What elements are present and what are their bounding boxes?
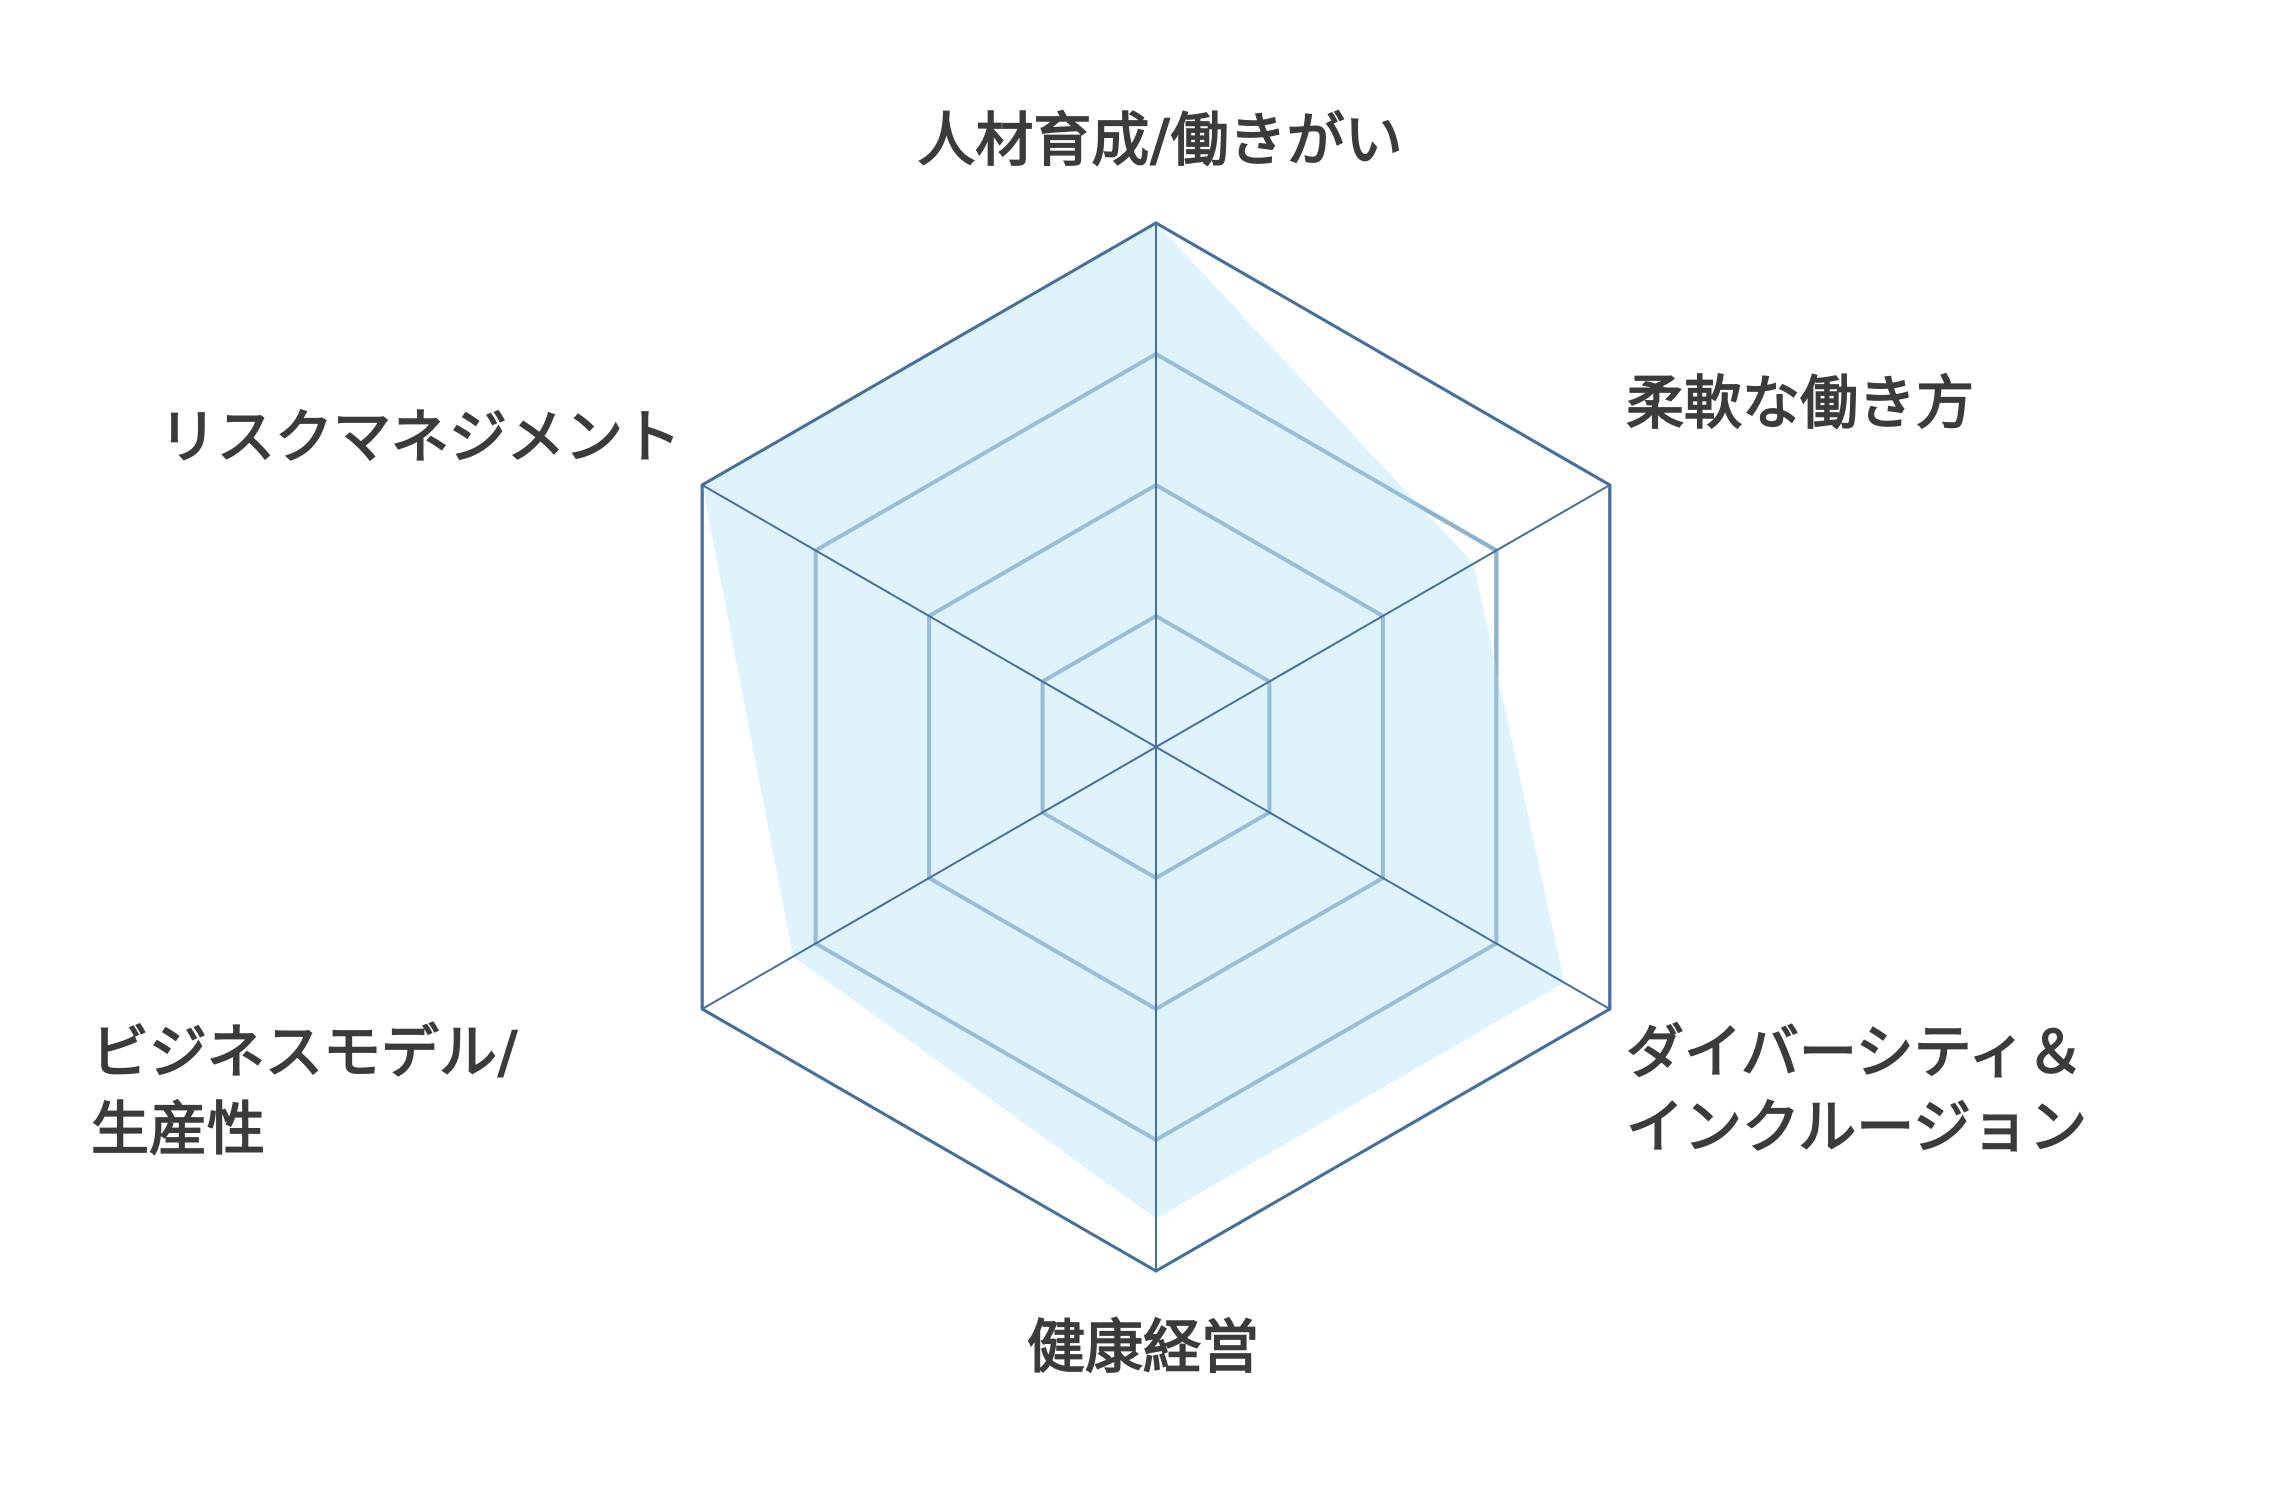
axis-label-health: 健康経営 — [1027, 1313, 1259, 1381]
axis-line-6 — [701, 484, 1157, 748]
axis-label-risk: リスクマネジメント — [159, 403, 681, 471]
axis-label-diversity-line2: インクルージョン — [1626, 1093, 2087, 1161]
axis-label-business-line2: 生産性 — [91, 1095, 265, 1163]
radar-series — [702, 222, 1565, 1219]
series-area-1 — [702, 223, 1565, 1219]
axis-labels: 人材育成/働きがい 柔軟な働き方 ダイバーシティ＆ インクルージョン 健康経営 … — [91, 106, 2087, 1381]
axis-label-diversity-line1: ダイバーシティ＆ — [1626, 1018, 2084, 1086]
axis-label-flexible-work: 柔軟な働き方 — [1626, 369, 1974, 437]
axis-label-business-line1: ビジネスモデル/ — [91, 1018, 519, 1086]
axis-line-2 — [1155, 484, 1611, 748]
axis-line-3 — [1155, 746, 1611, 1010]
radar-axes — [700, 221, 1612, 1273]
axis-label-jinzai: 人材育成/働きがい — [917, 106, 1402, 174]
axis-line-5 — [701, 746, 1157, 1010]
grid-outer-border — [700, 221, 1612, 1273]
